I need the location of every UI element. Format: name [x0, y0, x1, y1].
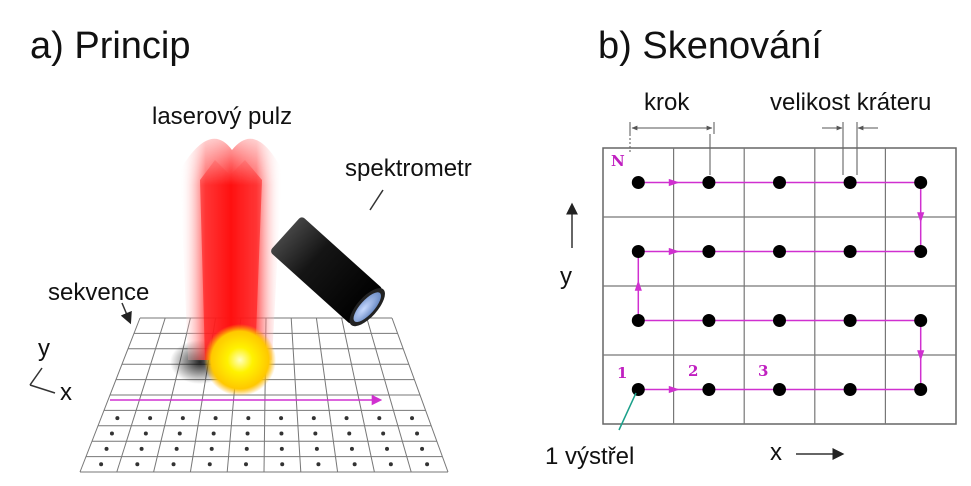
sample-dot: [410, 416, 415, 421]
sample-dot: [245, 431, 250, 436]
sample-dot: [279, 416, 284, 421]
sample-dot: [385, 446, 390, 451]
scan-point: [843, 314, 857, 327]
marker-3: 3: [758, 362, 768, 380]
sample-dot: [243, 462, 248, 467]
sample-dot: [174, 446, 179, 451]
spectrometer-pointer: [369, 189, 384, 211]
sample-dot: [279, 431, 284, 436]
scan-path-arrow: [668, 385, 680, 394]
scan-point: [702, 314, 716, 327]
shot-leader: [618, 392, 637, 431]
crater-size-label: velikost kráteru: [770, 89, 931, 116]
sample-dot: [171, 462, 176, 467]
scan-point: [843, 245, 857, 258]
sample-dot: [313, 431, 318, 436]
scan-point: [631, 245, 645, 258]
sample-dot: [246, 416, 251, 421]
sample-dot: [279, 446, 284, 451]
scan-point: [773, 245, 786, 258]
scan-point: [631, 383, 645, 396]
sequence-label: sekvence: [48, 279, 149, 306]
laser-label: laserový pulz: [152, 103, 292, 130]
sample-dot: [388, 462, 393, 467]
axes-a: y x: [29, 335, 72, 406]
marker-2: 2: [688, 362, 698, 380]
scan-point: [914, 383, 928, 396]
sample-dot: [148, 416, 153, 421]
scan-point: [702, 176, 716, 189]
sample-dot: [211, 431, 216, 436]
start-marker: 1: [617, 364, 627, 382]
panel-b: b) Skenování krok velikost kráteru 1 2 3: [545, 25, 957, 470]
scan-path-arrow: [917, 350, 925, 361]
scan-path-arrow: [668, 247, 680, 256]
laser-beam-icon: [180, 138, 282, 360]
scan-point: [631, 314, 645, 327]
axis-b-y: y: [560, 263, 572, 290]
sample-dot: [311, 416, 316, 421]
sample-dot: [314, 446, 319, 451]
axis-b-x: x: [770, 439, 782, 466]
scan-point: [843, 176, 857, 189]
sample-dot: [180, 416, 185, 421]
scan-point: [773, 314, 786, 327]
shot-label: 1 výstřel: [545, 443, 634, 470]
sample-dot: [280, 462, 285, 467]
axes-b: y x: [560, 202, 845, 466]
sample-dot: [349, 446, 354, 451]
sample-dot: [115, 416, 120, 421]
sample-dot: [109, 431, 114, 436]
scan-point: [914, 176, 928, 189]
scan-path: [634, 178, 925, 394]
panel-a-title: a) Princip: [30, 25, 191, 67]
spectrometer-label: spektrometr: [345, 155, 472, 182]
scan-points: [631, 176, 928, 396]
sample-dot: [415, 431, 420, 436]
sample-dot: [347, 431, 352, 436]
sample-dot: [213, 416, 218, 421]
axis-a-y: y: [38, 335, 50, 362]
spectrometer-icon: [271, 217, 385, 327]
sample-dot: [135, 462, 140, 467]
sample-dot: [104, 446, 109, 451]
scan-point: [631, 176, 645, 189]
sample-dot: [420, 446, 425, 451]
sample-dot: [143, 431, 148, 436]
scan-point: [702, 383, 716, 396]
sample-dot: [244, 446, 249, 451]
sample-dot: [352, 462, 357, 467]
scan-grid: [602, 147, 957, 425]
crater-spot-icon: [204, 324, 276, 396]
scan-point: [914, 314, 928, 327]
sample-dot: [177, 431, 182, 436]
scan-point: [702, 245, 716, 258]
sample-dot: [381, 431, 386, 436]
sequence-pointer: [120, 302, 132, 325]
axis-a-x: x: [60, 379, 72, 406]
scan-path-arrow: [668, 178, 680, 187]
sample-dot: [377, 416, 382, 421]
scan-path-arrow: [634, 280, 642, 291]
step-dimension: [629, 122, 715, 175]
panel-a: a) Princip laserový pulz spektrometr sek…: [29, 25, 472, 473]
scan-path-arrow: [917, 212, 925, 223]
sample-dot: [209, 446, 214, 451]
step-label: krok: [644, 89, 690, 116]
sample-dots: [99, 416, 430, 467]
scan-point: [773, 176, 786, 189]
sample-dot: [425, 462, 430, 467]
end-marker: N: [611, 152, 625, 170]
sample-dot: [316, 462, 321, 467]
sample-dot: [344, 416, 349, 421]
sample-dot: [139, 446, 144, 451]
scan-point: [914, 245, 928, 258]
scan-point: [773, 383, 786, 396]
panel-b-title: b) Skenování: [598, 25, 822, 67]
scan-point: [843, 383, 857, 396]
sample-dot: [207, 462, 212, 467]
sample-dot: [99, 462, 104, 467]
